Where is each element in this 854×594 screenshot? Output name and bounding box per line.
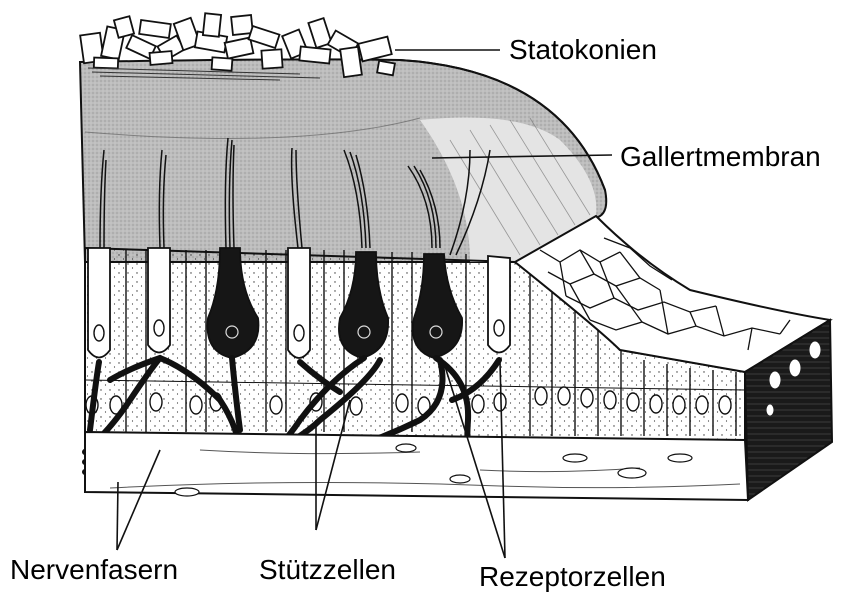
connective-tissue <box>85 432 748 500</box>
label-gelatinous-membrane: Gallertmembran <box>620 143 821 171</box>
label-receptor-cells: Rezeptorzellen <box>479 563 666 591</box>
label-nerve-fibers: Nervenfasern <box>10 556 178 584</box>
label-statoconia: Statokonien <box>509 36 657 64</box>
label-supporting-cells: Stützzellen <box>259 556 396 584</box>
